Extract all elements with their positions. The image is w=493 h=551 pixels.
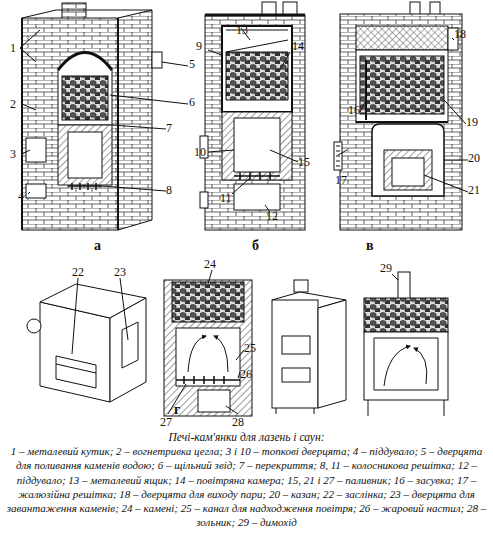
callout-number: 17 — [335, 174, 347, 186]
figure-letter: б — [252, 240, 259, 252]
callout-number: 5 — [189, 58, 195, 70]
callout-number: 22 — [72, 266, 84, 278]
callout-number: 20 — [468, 152, 480, 164]
callout-number: 27 — [160, 416, 172, 428]
callout-number: 18 — [454, 28, 466, 40]
callout-number: 10 — [194, 146, 206, 158]
figure-letter: г — [174, 404, 180, 416]
callout-number: 25 — [244, 342, 256, 354]
callout-number: 8 — [166, 184, 172, 196]
figure-letter: а — [94, 240, 101, 252]
callout-number: 13 — [236, 24, 248, 36]
callout-number: 26 — [240, 368, 252, 380]
callout-number: 14 — [292, 40, 304, 52]
caption-text: 1 – металевий кутик; 2 – вогнетривка цег… — [4, 444, 489, 530]
callout-number: 1 — [10, 42, 16, 54]
callout-number: 29 — [380, 262, 392, 274]
callout-number: 11 — [220, 192, 232, 204]
callout-number: 12 — [266, 210, 278, 222]
callout-number: 23 — [114, 266, 126, 278]
callout-number: 28 — [232, 416, 244, 428]
callout-number: 16 — [348, 104, 360, 116]
callout-number: 24 — [204, 258, 216, 270]
callout-number: 9 — [196, 40, 202, 52]
caption-heading: Печі-кам'янки для лазень і саун: — [4, 430, 489, 444]
callout-number: 7 — [166, 122, 172, 134]
callout-number: 2 — [10, 98, 16, 110]
callout-number: 19 — [466, 116, 478, 128]
callout-number: 4 — [18, 190, 24, 202]
callout-number: 15 — [298, 156, 310, 168]
figure-letter: в — [366, 240, 374, 252]
callout-number: 21 — [468, 184, 480, 196]
callout-number: 3 — [10, 148, 16, 160]
callout-number: 6 — [189, 96, 195, 108]
